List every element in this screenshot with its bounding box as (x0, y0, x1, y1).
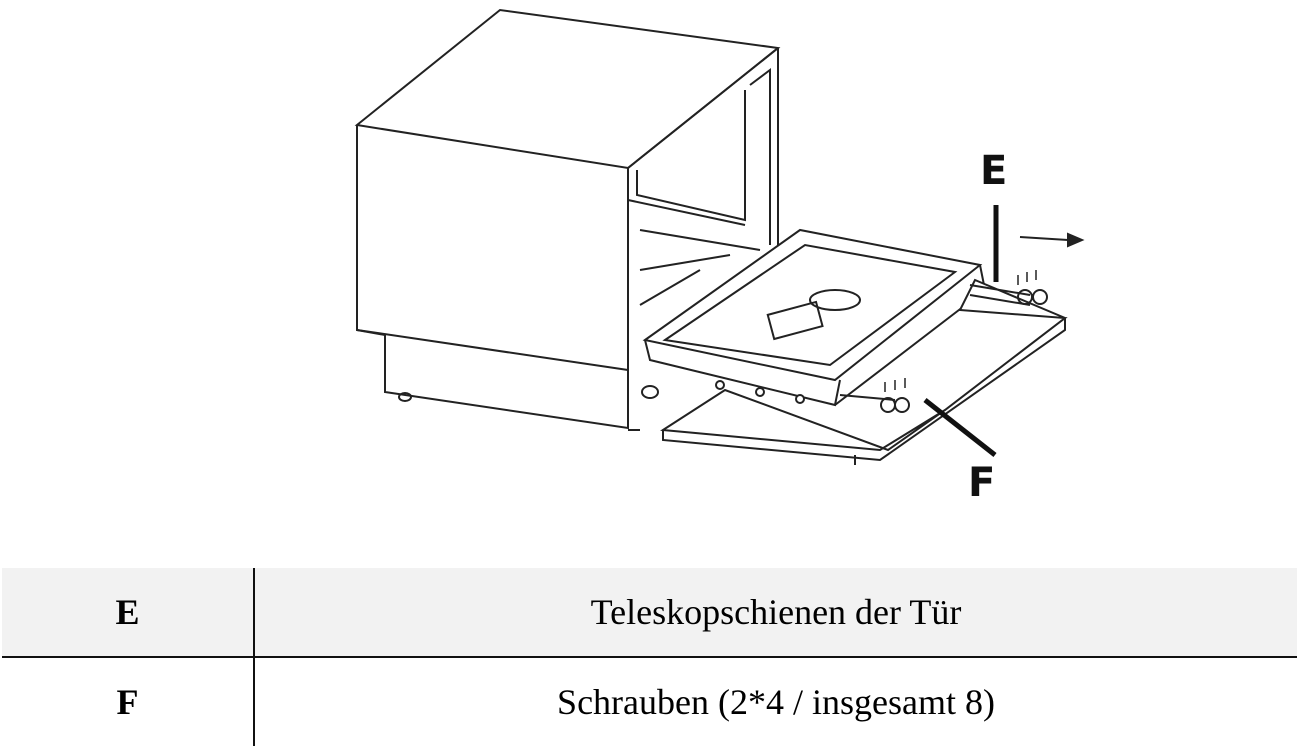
row-description: Schrauben (2*4 / insgesamt 8) (557, 682, 995, 722)
table-row: E Teleskopschienen der Tür (2, 568, 1297, 658)
row-key: E (2, 568, 255, 658)
dishwasher-door-rails-illustration (354, 8, 1085, 465)
row-description: Teleskopschienen der Tür (254, 568, 1297, 658)
table-row: F Schrauben (2*4 / insgesamt 8) (2, 657, 1297, 746)
callout-label-e: E (980, 148, 1008, 194)
row-key: F (2, 657, 255, 746)
callout-label-f: F (968, 460, 996, 506)
legend-table: E Teleskopschienen der Tür F Schrauben (… (2, 568, 1297, 746)
